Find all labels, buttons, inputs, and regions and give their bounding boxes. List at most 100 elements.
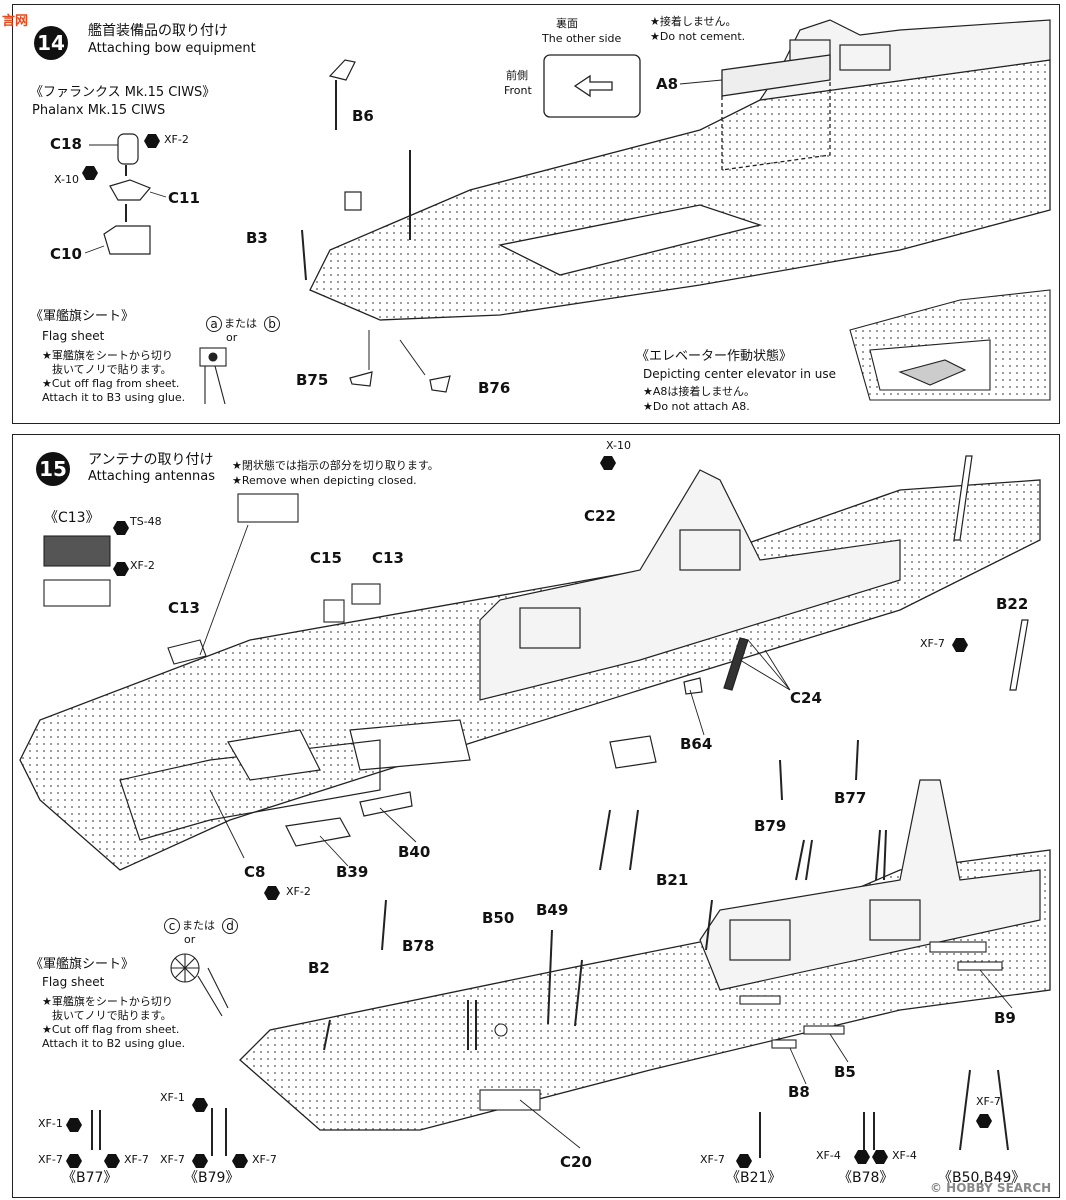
paint-xf2-c13: XF-2 <box>130 559 155 572</box>
part-b75: B75 <box>296 371 329 389</box>
part-b8: B8 <box>788 1083 810 1101</box>
step15-upper-sponson <box>119 719 471 841</box>
flag-note-en2-14: Attach it to B3 using glue. <box>42 391 186 404</box>
flag-choice-mid-14: または <box>224 317 257 330</box>
part-b77-top: B77 <box>834 789 867 807</box>
part-b49: B49 <box>536 901 569 919</box>
flag-note-jp2-15: 抜いてノリで貼ります。 <box>52 1009 172 1022</box>
part-b2: B2 <box>308 959 330 977</box>
part-b5: B5 <box>834 1063 856 1081</box>
step15-lower-island <box>699 779 1041 991</box>
part-b78-top: B78 <box>402 937 435 955</box>
flag-choice-b: b <box>264 316 280 332</box>
closed-note-jp: ★閉状態では指示の部分を切り取ります。 <box>232 459 439 472</box>
step15-upper-island <box>479 469 901 701</box>
step14-hull <box>309 59 1051 321</box>
other-side-en: The other side <box>542 32 622 45</box>
step15-title-jp: アンテナの取り付け <box>88 452 214 468</box>
other-side-jp: 裏面 <box>556 17 578 30</box>
watermark-top: 言网 <box>2 14 29 29</box>
bottom-b78: 《B78》 <box>838 1170 894 1186</box>
paint-x10-c22: X-10 <box>606 439 631 452</box>
paint-x10-ciws: X-10 <box>54 173 79 186</box>
flag-note-jp1-15: ★軍艦旗をシートから切り <box>42 995 173 1008</box>
part-c13-left: C13 <box>168 599 200 617</box>
c13-box-parts <box>43 493 381 665</box>
part-c15: C15 <box>310 549 342 567</box>
paint-xf7-b79-right: XF-7 <box>252 1153 277 1166</box>
part-b39: B39 <box>336 863 369 881</box>
upper-deck-parts <box>227 455 1029 847</box>
closed-note-en: ★Remove when depicting closed. <box>232 474 417 487</box>
paint-ts48: TS-48 <box>130 515 162 528</box>
no-a8-en: ★Do not attach A8. <box>643 400 750 413</box>
step15-number: 15 <box>36 452 70 486</box>
front-jp: 前側 <box>506 69 528 82</box>
watermark-bottom: © HOBBY SEARCH <box>930 1181 1052 1195</box>
paint-xf7-b50: XF-7 <box>976 1095 1001 1108</box>
part-c18: C18 <box>50 135 82 153</box>
no-cement-en: ★Do not cement. <box>650 30 746 43</box>
part-b64: B64 <box>680 735 713 753</box>
flag-parts-14 <box>199 347 227 405</box>
part-c8: C8 <box>244 863 266 881</box>
flag-parts-15 <box>170 953 229 1017</box>
part-c10: C10 <box>50 245 82 263</box>
flag-choice-c: c <box>164 918 180 934</box>
part-b21: B21 <box>656 871 689 889</box>
elevator-en: Depicting center elevator in use <box>643 367 837 381</box>
bottom-b79: 《B79》 <box>184 1170 240 1186</box>
part-b6: B6 <box>352 107 374 125</box>
paint-xf1-b79: XF-1 <box>160 1091 185 1104</box>
ciws-title-jp: 《ファランクス Mk.15 CIWS》 <box>30 85 216 100</box>
lower-parts <box>479 941 1003 1111</box>
part-c24: C24 <box>790 689 822 707</box>
part-b79-top: B79 <box>754 817 787 835</box>
ciws-parts <box>103 133 151 255</box>
paint-dots <box>66 134 992 1168</box>
part-b50: B50 <box>482 909 515 927</box>
flag-sheet-en-14: Flag sheet <box>42 329 105 343</box>
flag-or-14: or <box>226 331 238 344</box>
paint-xf4-b78-right: XF-4 <box>892 1149 917 1162</box>
paint-xf2-c8: XF-2 <box>286 885 311 898</box>
part-c11: C11 <box>168 189 200 207</box>
part-c22: C22 <box>584 507 616 525</box>
paint-xf4-b78-left: XF-4 <box>816 1149 841 1162</box>
ciws-title-en: Phalanx Mk.15 CIWS <box>32 103 166 118</box>
part-b76: B76 <box>478 379 511 397</box>
part-b40: B40 <box>398 843 431 861</box>
lower-masts <box>91 739 1009 1158</box>
c13-box-label: 《C13》 <box>44 510 100 526</box>
step14-title-en: Attaching bow equipment <box>88 41 256 56</box>
paint-xf2-ciws: XF-2 <box>164 133 189 146</box>
flag-sheet-jp-14: 《軍艦旗シート》 <box>30 309 135 324</box>
leader-lines <box>84 79 1013 1149</box>
part-a8: A8 <box>656 75 679 93</box>
flag-choice-d: d <box>222 918 238 934</box>
flag-note-en2-15: Attach it to B2 using glue. <box>42 1037 186 1050</box>
part-b9: B9 <box>994 1009 1016 1027</box>
front-en: Front <box>504 84 532 97</box>
flag-or-15: or <box>184 933 196 946</box>
flag-choice-mid-15: または <box>182 919 215 932</box>
paint-xf7-b77-left: XF-7 <box>38 1153 63 1166</box>
flag-note-en1-14: ★Cut off flag from sheet. <box>42 377 180 390</box>
flag-note-jp1-14: ★軍艦旗をシートから切り <box>42 349 173 362</box>
step15-title-en: Attaching antennas <box>88 469 215 484</box>
other-side-plate <box>543 54 641 118</box>
paint-xf1-b77: XF-1 <box>38 1117 63 1130</box>
paint-xf7-b21: XF-7 <box>700 1153 725 1166</box>
elevator-jp: 《エレベーター作動状態》 <box>636 349 793 364</box>
step14-number: 14 <box>34 26 68 60</box>
bow-parts <box>301 59 451 393</box>
part-b3: B3 <box>246 229 268 247</box>
flag-sheet-en-15: Flag sheet <box>42 975 105 989</box>
paint-xf7-b77-right: XF-7 <box>124 1153 149 1166</box>
paint-xf7-b22: XF-7 <box>920 637 945 650</box>
part-c13-right: C13 <box>372 549 404 567</box>
flag-note-en1-15: ★Cut off flag from sheet. <box>42 1023 180 1036</box>
no-a8-jp: ★A8は接着しません。 <box>643 385 756 398</box>
